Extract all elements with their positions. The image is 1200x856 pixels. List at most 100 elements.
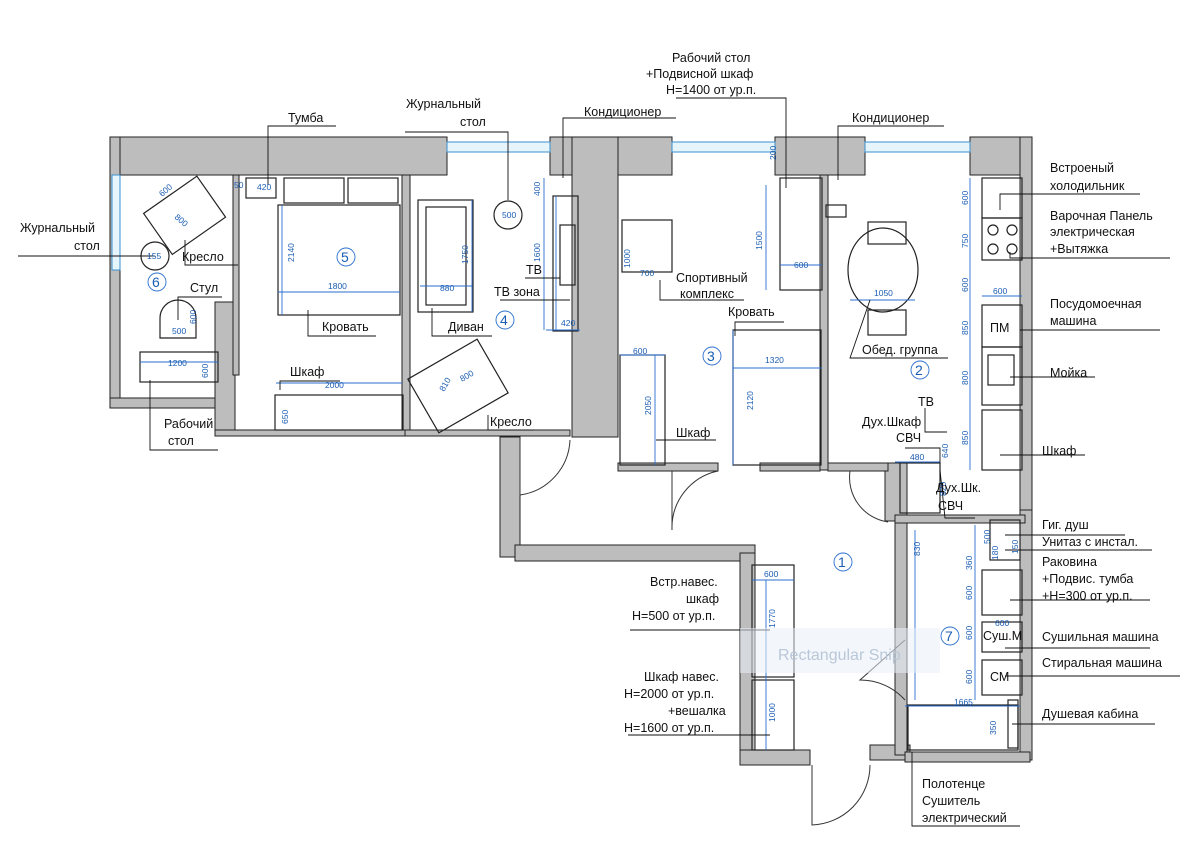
dim-label: 150 [1010,540,1020,554]
coffee-table-top-label-2: стол [460,115,486,129]
ac-left-label: Кондиционер [584,105,661,119]
dim-label: 1800 [328,281,347,291]
leader-lines [18,97,1180,827]
toilet-label: Унитаз с инстал. [1042,535,1138,549]
dim-label: 650 [280,410,290,424]
dim-label: 600 [764,569,778,579]
dim-label: 200 [768,146,778,160]
hob-label-2: электрическая [1050,225,1135,239]
washbasin-label-1: Раковина [1042,555,1097,569]
washbasin-label-2: +Подвис. тумба [1042,572,1133,586]
dim-label: 600 [964,586,974,600]
dim-label: 600 [964,626,974,640]
dim-label: 820 [938,482,948,496]
dim-label: 2050 [643,396,653,415]
room-number: 5 [341,249,349,265]
washer-abbr: СМ [990,670,1009,684]
room-number: 7 [945,628,953,644]
hall-wardrobe-label-2: H=2000 от ур.п. [624,687,714,701]
dim-label: 1750 [460,245,470,264]
dim-label: 2120 [745,391,755,410]
desk-left-label-2: стол [168,434,194,448]
coffee-table-top-label-1: Журнальный [406,97,481,111]
dishwasher-label-2: машина [1050,314,1096,328]
towel-label-2: Сушитель [922,794,980,808]
room-number: 1 [838,554,846,570]
dim-label: 800 [960,371,970,385]
bed-1-label: Кровать [322,320,369,334]
dim-label: 1050 [874,288,893,298]
dryer-label: Сушильная машина [1042,630,1159,644]
desk-cabinet-label-3: H=1400 от ур.п. [666,83,756,97]
hyg-shower-label: Гиг. душ [1042,518,1089,532]
washbasin-label-3: +H=300 от ур.п. [1042,589,1133,603]
bed-2-label: Кровать [728,305,775,319]
hob-label-1: Варочная Панель [1050,209,1153,223]
dim-label: 1600 [532,243,542,262]
tv-2-label: ТВ [918,395,934,409]
room-number: 3 [707,348,715,364]
coffee-table-left-label-2: стол [74,239,100,253]
sports-complex-label-2: комплекс [680,287,734,301]
dim-label: 360 [964,556,974,570]
armchair-mid-label: Кресло [490,415,532,429]
dim-label: 850 [960,431,970,445]
dim-label: 700 [640,268,654,278]
dim-label: 400 [532,182,542,196]
furniture [139,175,1023,751]
armchair-left-label: Кресло [182,250,224,264]
oven-small-label-2: СВЧ [938,499,963,513]
dim-label: 1665 [954,697,973,707]
dim-label: 1320 [765,355,784,365]
room-numbers: 1 2 3 4 5 6 7 [147,247,960,646]
coffee-table-left-label-1: Журнальный [20,221,95,235]
dim-label: 600 [633,346,647,356]
dishwasher-abbr: ПМ [990,321,1009,335]
room-number: 2 [915,362,923,378]
chair-label: Стул [190,281,218,295]
fridge-label-1: Встроеный [1050,161,1114,175]
desk-cabinet-label-2: +Подвисной шкаф [646,67,753,81]
sports-complex-label-1: Спортивный [676,271,748,285]
windows [111,141,971,271]
dim-label: 500 [982,530,992,544]
dim-label: 500 [502,210,516,220]
ac-right-label: Кондиционер [852,111,929,125]
dim-label: 1770 [767,609,777,628]
dim-label: 600 [188,310,198,324]
shower-label: Душевая кабина [1042,707,1138,721]
oven-small-label-1: Дух.Шк. [936,481,981,495]
dim-label: 800 [173,212,191,229]
oven-label-2: СВЧ [896,431,921,445]
dim-label: 155 [147,251,161,261]
tv-zone-label: ТВ зона [494,285,540,299]
hall-wardrobe-label-4: H=1600 от ур.п. [624,721,714,735]
dim-label: 600 [960,191,970,205]
wardrobe-2-label: Шкаф [676,426,710,440]
watermark: Rectangular Snip [740,628,940,673]
dim-label: 830 [912,542,922,556]
dim-label: 600 [200,364,210,378]
dining-group-label: Обед. группа [862,343,938,357]
fridge-label-2: холодильник [1050,179,1125,193]
hall-cabinet-label-2: шкаф [686,592,719,606]
wardrobe-kitchen-label: Шкаф [1042,444,1076,458]
dim-label: 420 [561,318,575,328]
sofa-label: Диван [448,320,484,334]
oven-label-1: Дух.Шкаф [862,415,921,429]
labels: Рабочий стол +Подвисной шкаф H=1400 от у… [20,51,1162,825]
towel-label-3: электрический [922,811,1007,825]
dim-label: 750 [960,234,970,248]
dim-label: 880 [440,283,454,293]
tv-1-label: ТВ [526,263,542,277]
desk-left-label-1: Рабочий [164,417,213,431]
dim-label: 600 [964,670,974,684]
dim-label: 480 [910,452,924,462]
room-number: 6 [152,274,160,290]
dim-label: 600 [960,278,970,292]
hall-cabinet-label-1: Встр.навес. [650,575,718,589]
dim-label: 180 [990,546,1000,560]
towel-label-1: Полотенце [922,777,985,791]
dim-label: 350 [988,721,998,735]
